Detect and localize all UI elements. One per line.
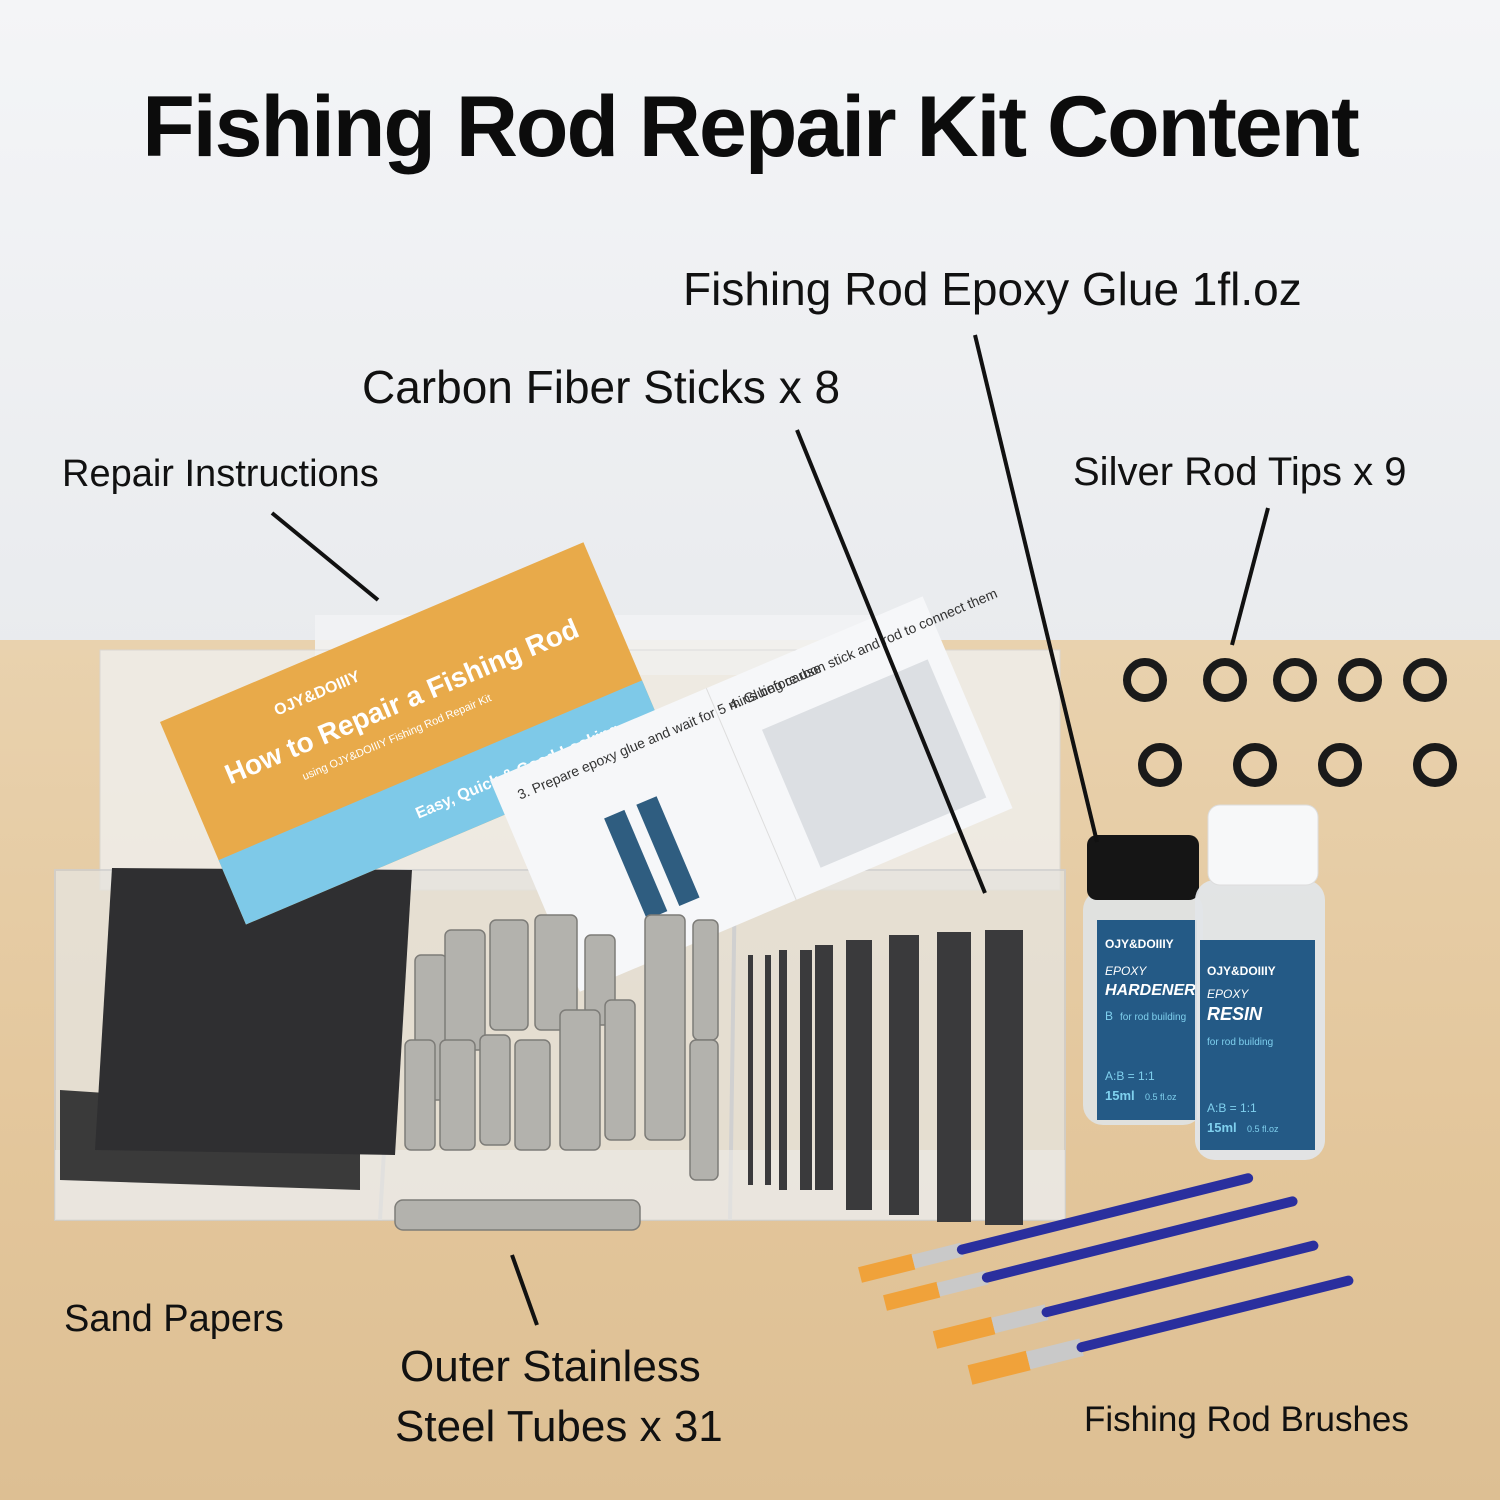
label-instructions: Repair Instructions (62, 453, 379, 495)
resin-ratio: A:B = 1:1 (1207, 1101, 1257, 1115)
leader-carbon (795, 429, 987, 894)
page-title: Fishing Rod Repair Kit Content (142, 79, 1360, 175)
hardener-badge: B (1105, 1009, 1113, 1023)
label-carbon: Carbon Fiber Sticks x 8 (362, 361, 841, 413)
background-wall (0, 0, 1500, 650)
label-tips: Silver Rod Tips x 9 (1073, 450, 1407, 494)
label-sand: Sand Papers (64, 1298, 284, 1340)
hardener-ratio: A:B = 1:1 (1105, 1069, 1155, 1083)
hardener-note: for rod building (1120, 1012, 1186, 1023)
leader-tips (1230, 507, 1270, 646)
hardener-oz: 0.5 fl.oz (1145, 1092, 1177, 1102)
label-tubes-1: Outer Stainless (400, 1342, 701, 1391)
carbon-sticks (748, 930, 1023, 1225)
leader-tubes (510, 1254, 539, 1326)
silver-rod-tips (1123, 658, 1457, 787)
leader-instructions (270, 511, 380, 602)
resin-note: for rod building (1207, 1037, 1273, 1048)
instruction-card: OJY&DOIIIY How to Repair a Fishing Rod u… (160, 542, 1013, 992)
leader-epoxy (973, 334, 1099, 843)
label-tubes-2: Steel Tubes x 31 (395, 1402, 723, 1451)
hardener-line2: HARDENER (1105, 982, 1196, 999)
hardener-line1: EPOXY (1105, 964, 1147, 978)
resin-vol: 15ml (1207, 1120, 1237, 1135)
sand-papers (60, 868, 412, 1190)
resin-brand: OJY&DOIIIY (1207, 964, 1276, 978)
label-epoxy: Fishing Rod Epoxy Glue 1fl.oz (683, 263, 1302, 315)
leader-lines (270, 334, 1270, 1326)
resin-oz: 0.5 fl.oz (1247, 1124, 1279, 1134)
hardener-brand: OJY&DOIIIY (1105, 937, 1174, 951)
resin-line1: EPOXY (1207, 987, 1249, 1001)
resin-line2: RESIN (1207, 1004, 1263, 1024)
hardener-vol: 15ml (1105, 1088, 1135, 1103)
brushes (858, 1173, 1354, 1385)
label-brushes: Fishing Rod Brushes (1084, 1400, 1409, 1439)
epoxy-bottles: OJY&DOIIIY EPOXY HARDENER B for rod buil… (1083, 804, 1325, 1160)
steel-tubes (394, 914, 719, 1231)
